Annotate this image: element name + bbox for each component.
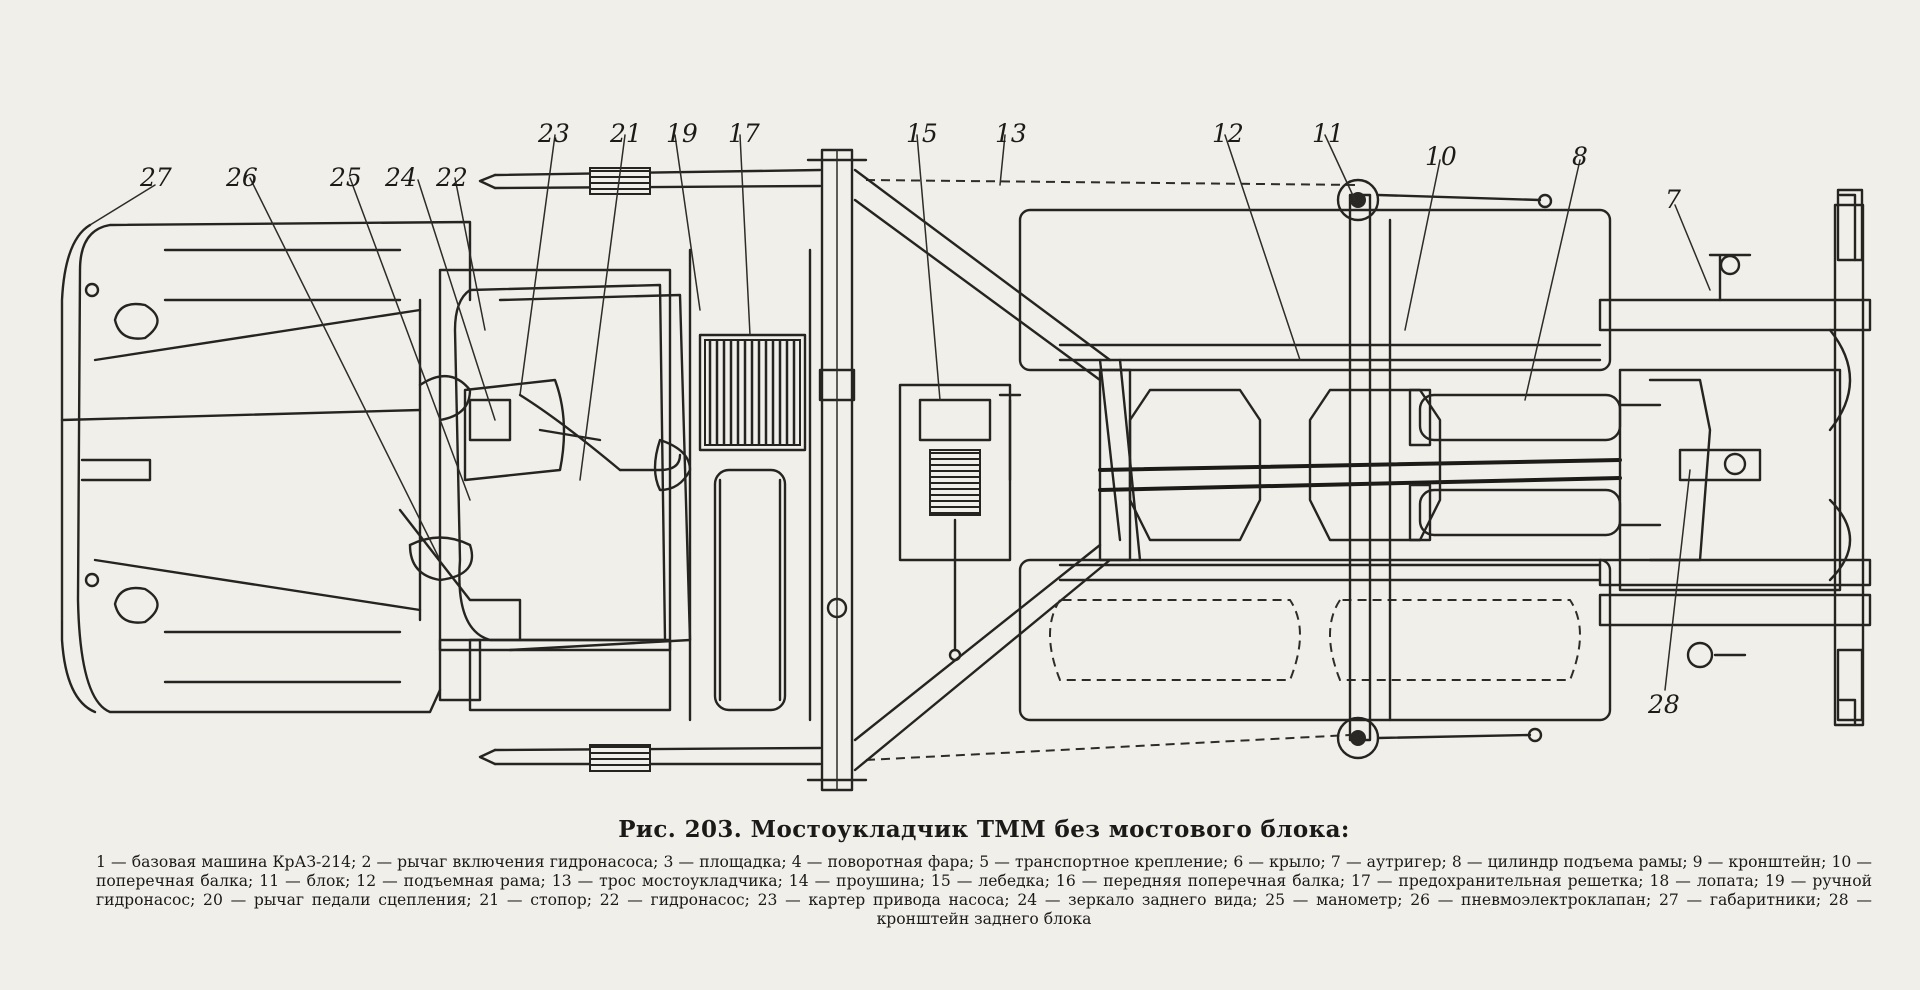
callout-26: 26	[225, 163, 258, 192]
callout-27: 27	[139, 163, 172, 192]
callout-23: 23	[537, 119, 570, 148]
callout-19: 19	[666, 119, 698, 148]
callout-10: 10	[1425, 142, 1457, 171]
callout-7: 7	[1665, 185, 1681, 214]
figure-legend: 1 — базовая машина КрАЗ-214; 2 — рычаг в…	[96, 853, 1872, 928]
callout-28: 28	[1647, 690, 1680, 719]
chassis-outline	[60, 220, 472, 714]
leader-lines	[89, 134, 1711, 691]
callout-8: 8	[1572, 142, 1588, 171]
callout-12: 12	[1212, 119, 1244, 148]
tmm-drawing: 27 26 25 24 22 23 21 19 17 15 13 12 11 1…	[60, 119, 1872, 792]
callout-15: 15	[906, 119, 938, 148]
front-cross-beam	[806, 148, 868, 792]
rear-block	[1598, 188, 1872, 727]
callout-22: 22	[435, 163, 468, 192]
callout-21: 21	[609, 119, 642, 148]
callout-13: 13	[995, 119, 1027, 148]
callout-11: 11	[1312, 119, 1344, 148]
lift-cylinders	[1408, 388, 1662, 542]
lifting-frame	[1018, 178, 1622, 760]
callout-17: 17	[728, 119, 760, 148]
figure-caption: Рис. 203. Мостоукладчик ТММ без мостовог…	[618, 816, 1350, 843]
callouts: 27 26 25 24 22 23 21 19 17 15 13 12 11 1…	[139, 119, 1681, 719]
callout-25: 25	[329, 163, 362, 192]
cab	[398, 268, 692, 712]
radiator-guard	[688, 248, 812, 722]
callout-24: 24	[384, 163, 417, 192]
